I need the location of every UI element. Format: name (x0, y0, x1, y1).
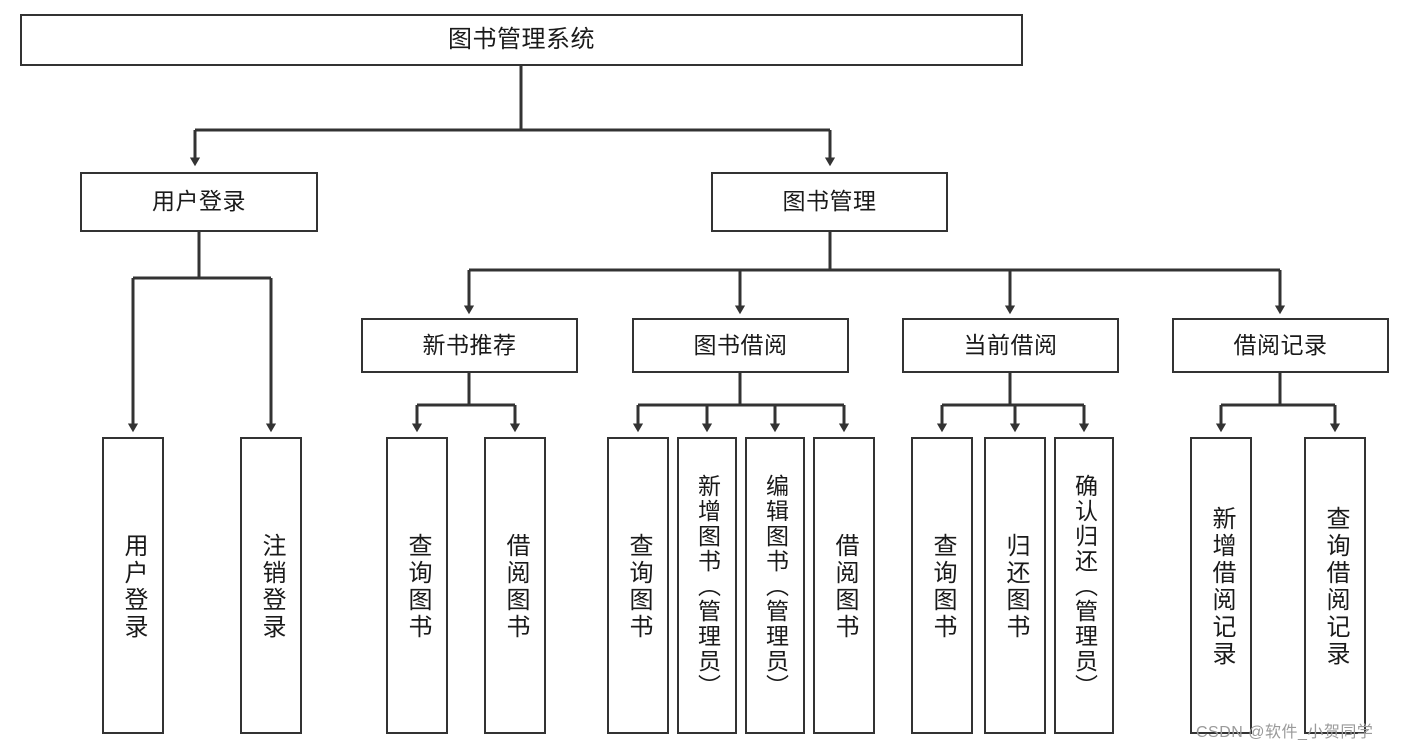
leaf-user-logout-label: 注销登录 (258, 532, 285, 641)
leaf-borrow-query-book[interactable]: 查询图书 (607, 437, 669, 734)
leaf-borrow-add-book-label: 新增图书（管理员） (694, 474, 721, 699)
leaf-borrow-borrow-book[interactable]: 借阅图书 (813, 437, 875, 734)
leaf-borrow-edit-book[interactable]: 编辑图书（管理员） (745, 437, 805, 734)
leaf-rec-query-book[interactable]: 查询图书 (386, 437, 448, 734)
leaf-borrow-add-book[interactable]: 新增图书（管理员） (677, 437, 737, 734)
user-login[interactable]: 用户登录 (80, 172, 318, 232)
leaf-cur-query-book[interactable]: 查询图书 (911, 437, 973, 734)
book-borrow-label: 图书借阅 (693, 331, 788, 358)
borrow-record-label: 借阅记录 (1233, 331, 1328, 358)
leaf-borrow-borrow-book-label: 借阅图书 (831, 532, 858, 641)
leaf-user-logout[interactable]: 注销登录 (240, 437, 302, 734)
leaf-borrow-query-book-label: 查询图书 (625, 532, 652, 641)
leaf-rec-add-record[interactable]: 新增借阅记录 (1190, 437, 1252, 734)
leaf-rec-query-record[interactable]: 查询借阅记录 (1304, 437, 1366, 734)
borrow-record[interactable]: 借阅记录 (1172, 318, 1389, 373)
leaf-cur-query-book-label: 查询图书 (929, 532, 956, 641)
leaf-cur-return-book[interactable]: 归还图书 (984, 437, 1046, 734)
user-login-label: 用户登录 (152, 188, 246, 215)
leaf-rec-borrow-book[interactable]: 借阅图书 (484, 437, 546, 734)
new-book-rec-label: 新书推荐 (422, 331, 517, 358)
book-borrow[interactable]: 图书借阅 (632, 318, 849, 373)
root-label: 图书管理系统 (448, 25, 595, 53)
current-borrow-label: 当前借阅 (963, 331, 1058, 358)
current-borrow[interactable]: 当前借阅 (902, 318, 1119, 373)
leaf-rec-add-record-label: 新增借阅记录 (1208, 505, 1235, 668)
leaf-cur-return-book-label: 归还图书 (1002, 532, 1029, 641)
leaf-rec-borrow-book-label: 借阅图书 (502, 532, 529, 641)
root[interactable]: 图书管理系统 (20, 14, 1023, 66)
leaf-user-login[interactable]: 用户登录 (102, 437, 164, 734)
book-manage-label: 图书管理 (782, 188, 877, 215)
csdn-watermark: CSDN @软件_小贺同学 (1196, 724, 1374, 741)
leaf-user-login-label: 用户登录 (120, 532, 147, 641)
leaf-rec-query-book-label: 查询图书 (404, 532, 431, 641)
leaf-rec-query-record-label: 查询借阅记录 (1322, 505, 1349, 668)
new-book-rec[interactable]: 新书推荐 (361, 318, 578, 373)
leaf-cur-confirm-return[interactable]: 确认归还（管理员） (1054, 437, 1114, 734)
leaf-borrow-edit-book-label: 编辑图书（管理员） (762, 474, 789, 699)
leaf-cur-confirm-return-label: 确认归还（管理员） (1071, 474, 1098, 699)
book-manage[interactable]: 图书管理 (711, 172, 948, 232)
